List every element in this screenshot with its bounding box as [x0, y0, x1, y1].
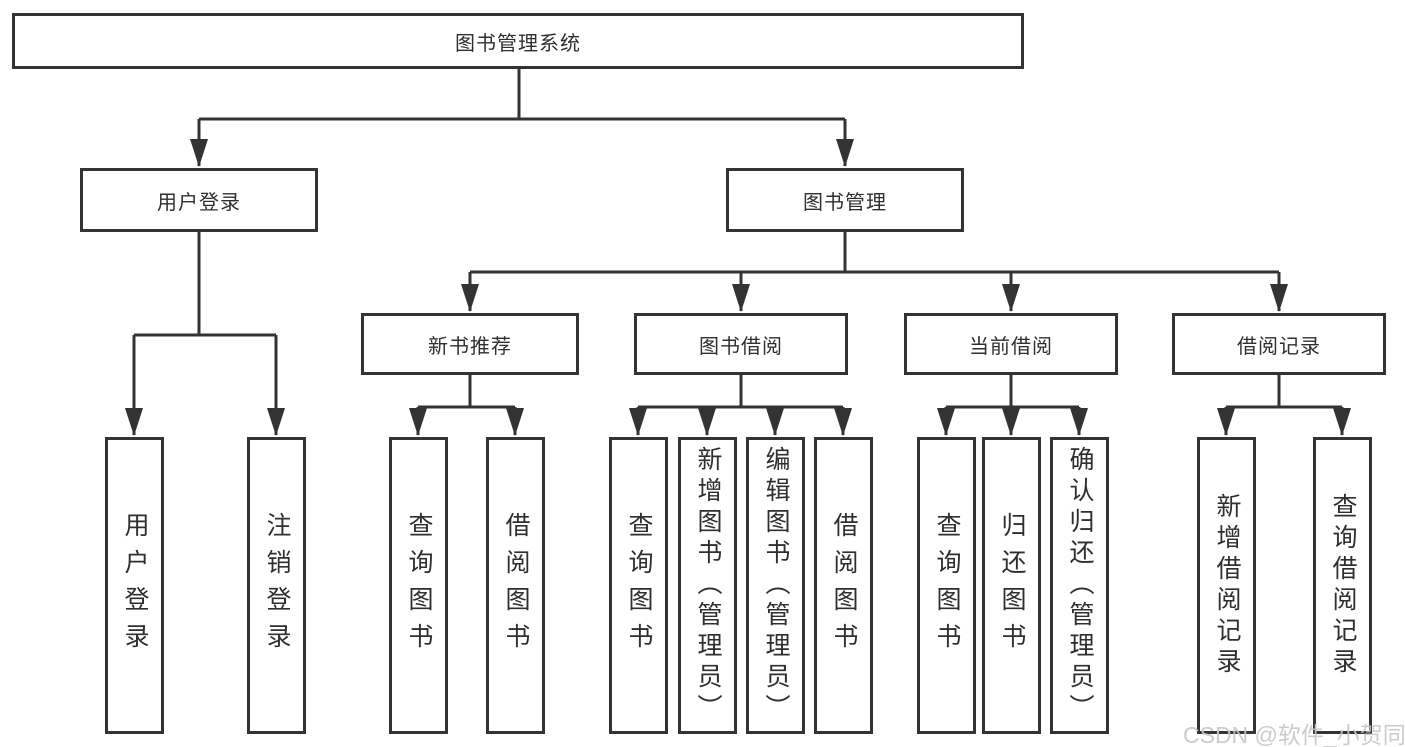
node-book-borrowing: 图书借阅 [634, 313, 848, 375]
leaf-recommend-query-books-label: 查询图书 [405, 511, 433, 660]
leaf-borrowing-borrow-books-label: 借阅图书 [830, 511, 858, 660]
leaf-borrowing-add-books-admin: 新增图书（管理员） [678, 437, 737, 734]
leaf-logout: 注销登录 [247, 437, 306, 734]
node-root-label: 图书管理系统 [455, 32, 581, 55]
leaf-recommend-borrow-books-label: 借阅图书 [502, 511, 530, 660]
leaf-borrowing-add-books-admin-label: 新增图书（管理员） [694, 446, 722, 725]
node-borrowing-records: 借阅记录 [1172, 313, 1386, 375]
connectors-current-borrowing [937, 375, 1088, 436]
connectors-user-login [125, 232, 285, 436]
leaf-borrowing-query-books-label: 查询图书 [625, 511, 653, 660]
leaf-recommend-query-books: 查询图书 [389, 437, 448, 734]
leaf-borrowing-edit-books-admin: 编辑图书（管理员） [746, 437, 805, 734]
leaf-current-confirm-return-admin: 确认归还（管理员） [1050, 437, 1109, 734]
leaf-borrowing-borrow-books: 借阅图书 [814, 437, 873, 734]
leaf-user-login-label: 用户登录 [121, 511, 149, 660]
leaf-current-return-books: 归还图书 [982, 437, 1041, 734]
connectors-borrowing-records [1217, 375, 1351, 436]
leaf-borrowing-query-books: 查询图书 [609, 437, 668, 734]
connectors-book-borrowing [629, 375, 852, 436]
leaf-recommend-borrow-books: 借阅图书 [486, 437, 545, 734]
leaf-records-add-record-label: 新增借阅记录 [1213, 492, 1241, 679]
leaf-current-confirm-return-admin-label: 确认归还（管理员） [1066, 446, 1094, 725]
node-book-borrowing-label: 图书借阅 [699, 335, 783, 358]
node-new-book-recommend-label: 新书推荐 [428, 335, 512, 358]
csdn-watermark: CSDN @软件_小贺同学 [1183, 722, 1405, 747]
node-current-borrowing: 当前借阅 [904, 313, 1118, 375]
leaf-logout-label: 注销登录 [263, 511, 291, 660]
leaf-records-query-record: 查询借阅记录 [1313, 437, 1372, 734]
connectors-book-management [461, 232, 1288, 312]
leaf-current-query-books: 查询图书 [917, 437, 976, 734]
node-root: 图书管理系统 [12, 13, 1024, 69]
leaf-borrowing-edit-books-admin-label: 编辑图书（管理员） [762, 446, 790, 725]
leaf-current-query-books-label: 查询图书 [933, 511, 961, 660]
node-borrowing-records-label: 借阅记录 [1237, 335, 1321, 358]
leaf-current-return-books-label: 归还图书 [998, 511, 1026, 660]
node-user-login: 用户登录 [80, 168, 318, 232]
node-book-management-label: 图书管理 [803, 191, 887, 214]
connectors-root [190, 68, 854, 167]
leaf-records-add-record: 新增借阅记录 [1197, 437, 1256, 734]
node-book-management: 图书管理 [726, 168, 964, 232]
leaf-records-query-record-label: 查询借阅记录 [1329, 492, 1357, 679]
connectors-new-book-recommend [409, 375, 524, 436]
leaf-user-login: 用户登录 [105, 437, 164, 734]
node-user-login-label: 用户登录 [157, 191, 241, 214]
node-current-borrowing-label: 当前借阅 [969, 335, 1053, 358]
node-new-book-recommend: 新书推荐 [361, 313, 579, 375]
